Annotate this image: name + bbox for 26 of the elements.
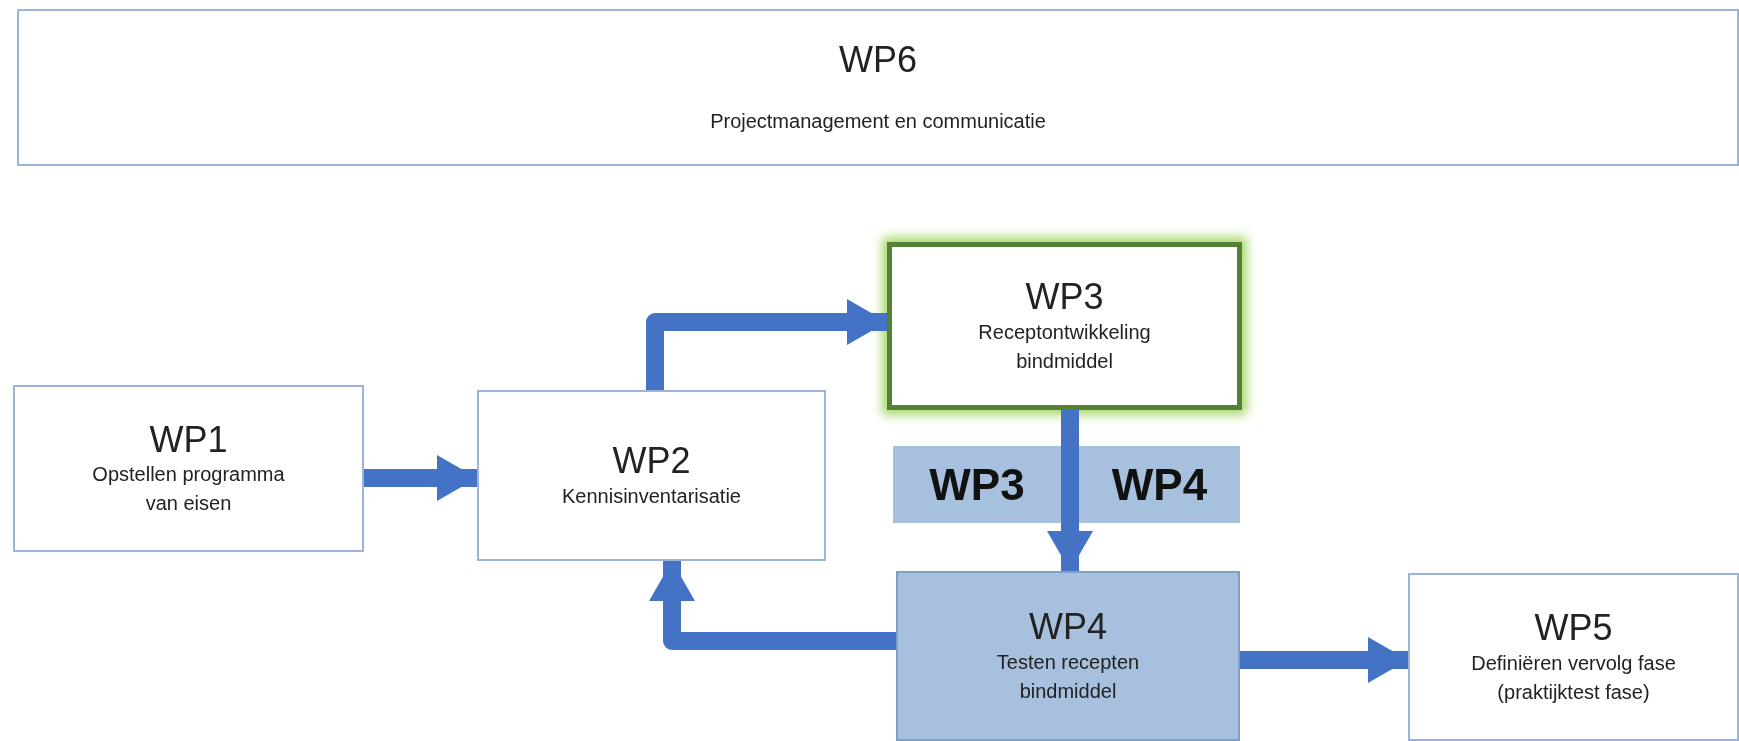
- package-number: WP1: [149, 418, 228, 461]
- work-package-box: [17, 9, 1739, 166]
- arrow: [649, 561, 896, 650]
- overlap-band: [1079, 446, 1240, 523]
- work-package-box: [13, 385, 364, 552]
- package-number: WP6: [839, 38, 917, 80]
- package-title: Testen recepten bindmiddel: [995, 649, 1141, 704]
- package-title: Receptontwikkeling bindmiddel: [977, 319, 1152, 374]
- overlap-band: [893, 446, 1061, 523]
- package-number: WP2: [612, 440, 691, 482]
- package-number: WP4: [1029, 606, 1107, 648]
- package-title: Opstellen programma van eisen: [91, 462, 286, 517]
- work-package-box: [1408, 573, 1739, 741]
- arrow: [364, 455, 477, 501]
- package-number: WP5: [1534, 607, 1613, 649]
- highlighted-work-package-box: [887, 242, 1242, 410]
- package-number: WP3: [1025, 276, 1104, 318]
- package-title: Kennisinventarisatie: [561, 483, 742, 509]
- package-title: Projectmanagement en communicatie: [709, 109, 1047, 135]
- work-package-box: [896, 571, 1240, 741]
- arrow: [1240, 637, 1408, 683]
- band-label: WP4: [1111, 459, 1208, 510]
- work-package-box: [477, 390, 826, 561]
- arrow: [1047, 410, 1093, 571]
- package-title: Definiëren vervolg fase (praktijktest fase): [1470, 650, 1677, 705]
- band-label: WP3: [929, 459, 1025, 510]
